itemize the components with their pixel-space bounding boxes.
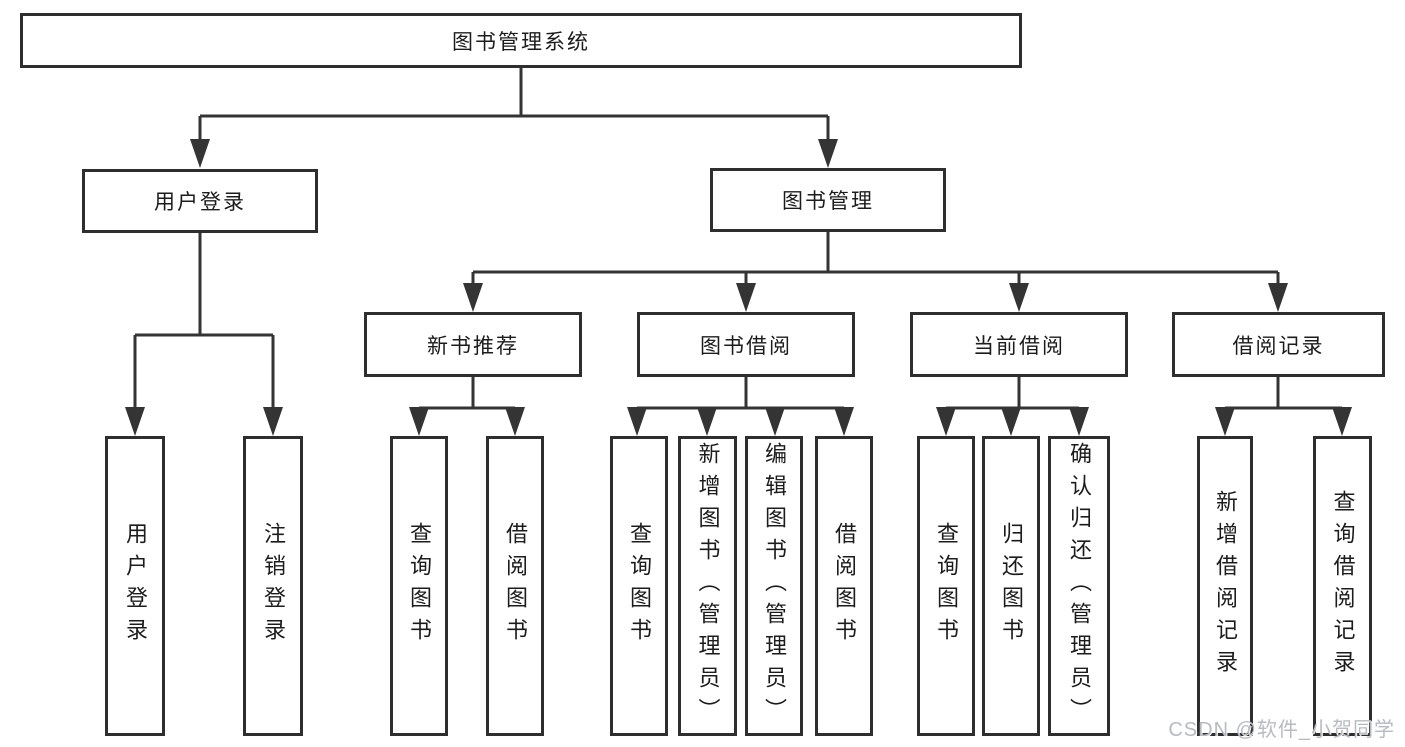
node-leaf-query-books-current: 查询图书 [917, 436, 975, 736]
node-leaf-add-books-admin: 新增图书（管理员） [678, 436, 737, 736]
node-leaf-query-books-recommend-label: 查询图书 [407, 522, 432, 650]
node-leaf-confirm-return-admin: 确认归还（管理员） [1048, 436, 1110, 736]
node-leaf-logout: 注销登录 [243, 436, 303, 736]
node-borrowing-records: 借阅记录 [1172, 312, 1385, 377]
node-leaf-borrow-books-label: 借阅图书 [832, 522, 857, 650]
node-current-borrowing: 当前借阅 [910, 312, 1128, 377]
node-leaf-borrow-books-recommend-label: 借阅图书 [503, 522, 528, 650]
node-leaf-add-books-admin-label: 新增图书（管理员） [695, 442, 721, 730]
node-leaf-user-login: 用户登录 [105, 436, 165, 736]
node-leaf-query-books-borrow: 查询图书 [610, 436, 668, 736]
node-book-management: 图书管理 [710, 168, 946, 232]
node-new-book-recommend: 新书推荐 [364, 312, 582, 377]
node-leaf-query-books-current-label: 查询图书 [934, 522, 959, 650]
node-leaf-edit-books-admin: 编辑图书（管理员） [745, 436, 803, 736]
node-library-system: 图书管理系统 [20, 13, 1022, 68]
node-leaf-query-borrow-record-label: 查询借阅记录 [1330, 490, 1356, 682]
node-leaf-borrow-books-recommend: 借阅图书 [486, 436, 544, 736]
node-leaf-user-login-label: 用户登录 [123, 522, 148, 650]
csdn-watermark: CSDN @软件_小贺同学 [1168, 719, 1395, 741]
node-leaf-add-borrow-record: 新增借阅记录 [1197, 436, 1253, 736]
node-user-login: 用户登录 [82, 169, 318, 233]
node-leaf-edit-books-admin-label: 编辑图书（管理员） [762, 442, 787, 730]
node-leaf-return-books-label: 归还图书 [999, 522, 1024, 650]
node-book-borrowing: 图书借阅 [637, 312, 855, 377]
node-leaf-query-books-recommend: 查询图书 [390, 436, 448, 736]
node-leaf-add-borrow-record-label: 新增借阅记录 [1213, 490, 1238, 682]
node-leaf-query-books-borrow-label: 查询图书 [627, 522, 652, 650]
node-leaf-return-books: 归还图书 [982, 436, 1040, 736]
node-leaf-logout-label: 注销登录 [261, 522, 286, 650]
node-leaf-confirm-return-admin-label: 确认归还（管理员） [1067, 442, 1092, 730]
node-leaf-borrow-books: 借阅图书 [815, 436, 873, 736]
node-leaf-query-borrow-record: 查询借阅记录 [1313, 436, 1372, 736]
